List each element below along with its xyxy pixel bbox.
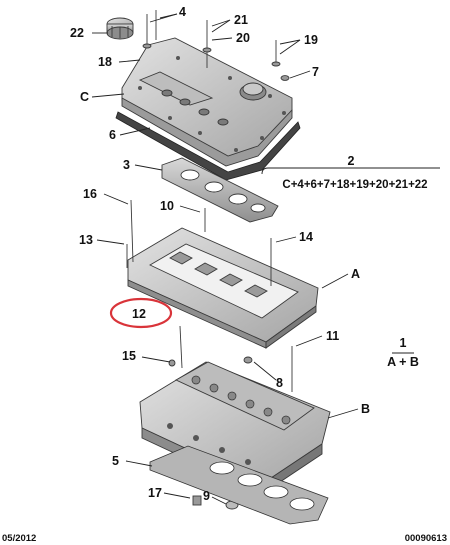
callout-7: 7 bbox=[312, 65, 319, 79]
carrier-bolts bbox=[126, 199, 293, 392]
head-gasket bbox=[149, 445, 329, 525]
cover-gasket bbox=[115, 111, 301, 181]
callout-12: 12 bbox=[132, 307, 146, 321]
callout-21: 21 bbox=[234, 13, 248, 27]
callout-13: 13 bbox=[79, 233, 93, 247]
callout-15: 15 bbox=[122, 349, 136, 363]
leader-lines bbox=[91, 13, 440, 505]
formula-2: C+4+6+7+18+19+20+21+22 bbox=[282, 179, 427, 191]
callout-14: 14 bbox=[299, 230, 313, 244]
callout-22: 22 bbox=[70, 26, 84, 40]
callout-10: 10 bbox=[160, 199, 174, 213]
callout-C: C bbox=[80, 90, 89, 104]
callout-A: A bbox=[351, 267, 360, 281]
callout-11: 11 bbox=[326, 329, 339, 343]
callout-3: 3 bbox=[123, 158, 130, 172]
callout-4: 4 bbox=[179, 5, 186, 19]
formula-1: A + B bbox=[387, 355, 419, 369]
callout-2: 2 bbox=[348, 154, 355, 168]
camshaft-carrier bbox=[127, 227, 319, 349]
callout-1: 1 bbox=[400, 336, 407, 350]
callout-5: 5 bbox=[112, 454, 119, 468]
callout-6: 6 bbox=[109, 128, 116, 142]
callout-17: 17 bbox=[148, 486, 162, 500]
callout-18: 18 bbox=[98, 55, 112, 69]
callout-19: 19 bbox=[304, 33, 318, 47]
oil-filler-cap bbox=[106, 17, 134, 40]
callout-9: 9 bbox=[203, 489, 210, 503]
callout-B: B bbox=[361, 402, 370, 416]
callout-16: 16 bbox=[83, 187, 97, 201]
footer-reference: 00090613 bbox=[405, 533, 447, 544]
intermediate-gasket bbox=[161, 157, 279, 223]
cylinder-head-cover bbox=[121, 37, 293, 167]
cover-bolts bbox=[142, 10, 290, 81]
callout-8: 8 bbox=[276, 376, 283, 390]
callout-20: 20 bbox=[236, 31, 250, 45]
footer-date: 05/2012 bbox=[2, 533, 36, 544]
highlight-ring bbox=[109, 297, 173, 329]
